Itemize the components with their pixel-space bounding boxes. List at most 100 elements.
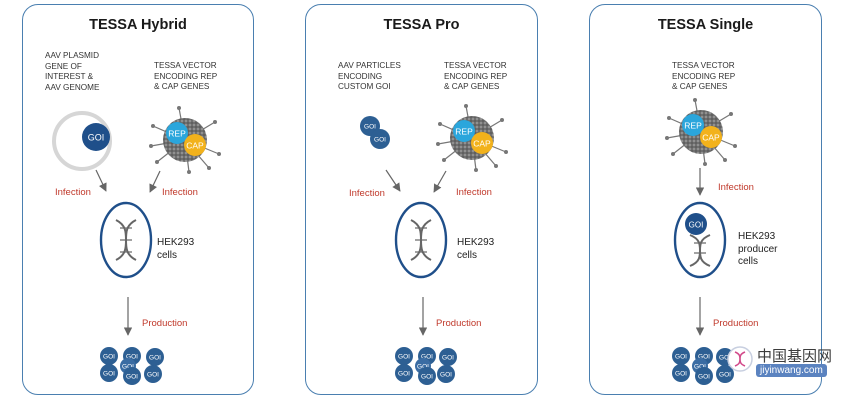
infection-label-left: Infection bbox=[349, 188, 385, 199]
cell-label-line: cells bbox=[738, 256, 759, 267]
panel-tessa-single: TESSA Single TESSA VECTOR ENCODING REP &… bbox=[589, 4, 822, 395]
panel-title: TESSA Hybrid bbox=[89, 17, 187, 33]
rep-circle bbox=[453, 120, 475, 142]
hek293-producer-cell: GOI bbox=[673, 201, 727, 279]
goi-particle: GOI bbox=[149, 355, 161, 362]
label-line: CUSTOM GOI bbox=[338, 82, 391, 91]
aav-particles: GOI GOI bbox=[360, 116, 390, 149]
tessa-vector: REP CAP bbox=[149, 106, 221, 174]
production-label: Production bbox=[436, 318, 482, 329]
label-line: ENCODING REP bbox=[672, 71, 736, 81]
goi-particle: GOI bbox=[126, 354, 138, 361]
label-line: AAV PLASMID bbox=[45, 51, 99, 60]
cell-label-line: cells bbox=[457, 249, 478, 261]
goi-particle: GOI bbox=[698, 354, 710, 361]
label-line: & CAP GENES bbox=[154, 82, 210, 91]
label-line: TESSA VECTOR bbox=[672, 61, 735, 70]
goi-text: GOI bbox=[689, 221, 704, 230]
cap-text: CAP bbox=[186, 141, 204, 151]
rep-text: REP bbox=[684, 121, 702, 131]
infection-arrow-left bbox=[385, 169, 401, 192]
cell-label-line: cells bbox=[157, 249, 178, 261]
goi-particle: GOI bbox=[442, 355, 454, 362]
goi-particle-cluster: GOI GOI GOI GOI GOI GOI GOI bbox=[672, 347, 734, 385]
label-line: INTEREST & bbox=[45, 72, 94, 81]
goi-particle: GOI bbox=[417, 364, 429, 371]
tessa-vector: REP CAP bbox=[436, 104, 508, 172]
goi-particle: GOI bbox=[122, 364, 134, 371]
label-line: TESSA VECTOR bbox=[154, 61, 217, 70]
rep-text: REP bbox=[168, 129, 186, 139]
hek293-cell bbox=[394, 201, 448, 279]
goi-particle: GOI bbox=[694, 364, 706, 371]
goi-badge bbox=[685, 213, 707, 235]
plasmid-label: AAV PLASMID GENE OF INTEREST & AAV GENOM… bbox=[45, 51, 99, 93]
panel-title: TESSA Pro bbox=[383, 17, 460, 33]
goi-particle: GOI bbox=[398, 371, 410, 378]
cap-circle bbox=[184, 134, 206, 156]
label-line: & CAP GENES bbox=[672, 82, 728, 91]
vector-label: TESSA VECTOR ENCODING REP & CAP GENES bbox=[154, 61, 217, 93]
cap-circle bbox=[471, 132, 493, 154]
infection-arrow-right bbox=[149, 170, 161, 193]
infection-arrow-left bbox=[95, 169, 107, 192]
infection-label: Infection bbox=[718, 182, 754, 193]
rep-text: REP bbox=[455, 127, 473, 137]
watermark-url: jiyinwang.com bbox=[756, 364, 827, 377]
goi-particle: GOI bbox=[103, 371, 115, 378]
label-line: ENCODING bbox=[338, 71, 383, 81]
label-line: ENCODING REP bbox=[154, 71, 218, 81]
goi-particle: GOI bbox=[719, 355, 731, 362]
goi-particle: GOI bbox=[719, 372, 731, 379]
particles-label: AAV PARTICLES ENCODING CUSTOM GOI bbox=[338, 61, 401, 93]
label-line: ENCODING REP bbox=[444, 71, 508, 81]
label-line: & CAP GENES bbox=[444, 82, 500, 91]
infection-label-right: Infection bbox=[162, 187, 198, 198]
goi-particle: GOI bbox=[364, 124, 376, 131]
cap-text: CAP bbox=[702, 133, 720, 143]
tessa-vector: REP CAP bbox=[665, 98, 737, 166]
watermark-text: 中国基因网 bbox=[757, 348, 833, 365]
dna-icon bbox=[410, 219, 432, 261]
cell-label: HEK293 cells bbox=[157, 237, 194, 262]
goi-particle-cluster: GOI GOI GOI GOI GOI GOI GOI bbox=[100, 347, 164, 385]
watermark-logo-icon bbox=[727, 346, 753, 372]
goi-particle: GOI bbox=[675, 354, 687, 361]
goi-text: GOI bbox=[88, 133, 105, 143]
goi-badge bbox=[82, 123, 110, 151]
label-line: GENE OF bbox=[45, 61, 82, 71]
cell-label-line: HEK293 bbox=[157, 237, 195, 248]
dna-icon bbox=[115, 219, 137, 261]
cell-label: HEK293 producer cells bbox=[738, 231, 777, 269]
goi-particle: GOI bbox=[698, 374, 710, 381]
panel-tessa-hybrid: TESSA Hybrid AAV PLASMID GENE OF INTERES… bbox=[22, 4, 254, 395]
cap-circle bbox=[700, 126, 722, 148]
goi-particle: GOI bbox=[147, 372, 159, 379]
vector-label: TESSA VECTOR ENCODING REP & CAP GENES bbox=[444, 61, 507, 93]
production-label: Production bbox=[713, 318, 759, 329]
label-line: AAV GENOME bbox=[45, 82, 100, 92]
goi-particle: GOI bbox=[374, 137, 386, 144]
goi-particle: GOI bbox=[398, 354, 410, 361]
infection-label-left: Infection bbox=[55, 187, 91, 198]
goi-particle: GOI bbox=[103, 354, 115, 361]
cell-label: HEK293 cells bbox=[457, 237, 494, 262]
rep-circle bbox=[166, 122, 188, 144]
goi-particle: GOI bbox=[421, 374, 433, 381]
goi-particle-cluster: GOI GOI GOI GOI GOI GOI GOI bbox=[395, 347, 457, 385]
cap-text: CAP bbox=[473, 139, 491, 149]
panel-title: TESSA Single bbox=[657, 17, 754, 33]
plasmid: GOI bbox=[52, 111, 112, 171]
hek293-cell bbox=[99, 201, 153, 279]
infection-label-right: Infection bbox=[456, 187, 492, 198]
vector-label: TESSA VECTOR ENCODING REP & CAP GENES bbox=[672, 61, 735, 93]
label-line: TESSA VECTOR bbox=[444, 61, 507, 70]
cell-label-line: producer bbox=[738, 243, 778, 255]
goi-particle: GOI bbox=[440, 372, 452, 379]
goi-particle: GOI bbox=[675, 371, 687, 378]
dna-icon bbox=[689, 234, 711, 267]
label-line: AAV PARTICLES bbox=[338, 61, 401, 70]
plasmid-ring bbox=[52, 111, 112, 171]
goi-particle: GOI bbox=[126, 374, 138, 381]
production-label: Production bbox=[142, 318, 188, 329]
